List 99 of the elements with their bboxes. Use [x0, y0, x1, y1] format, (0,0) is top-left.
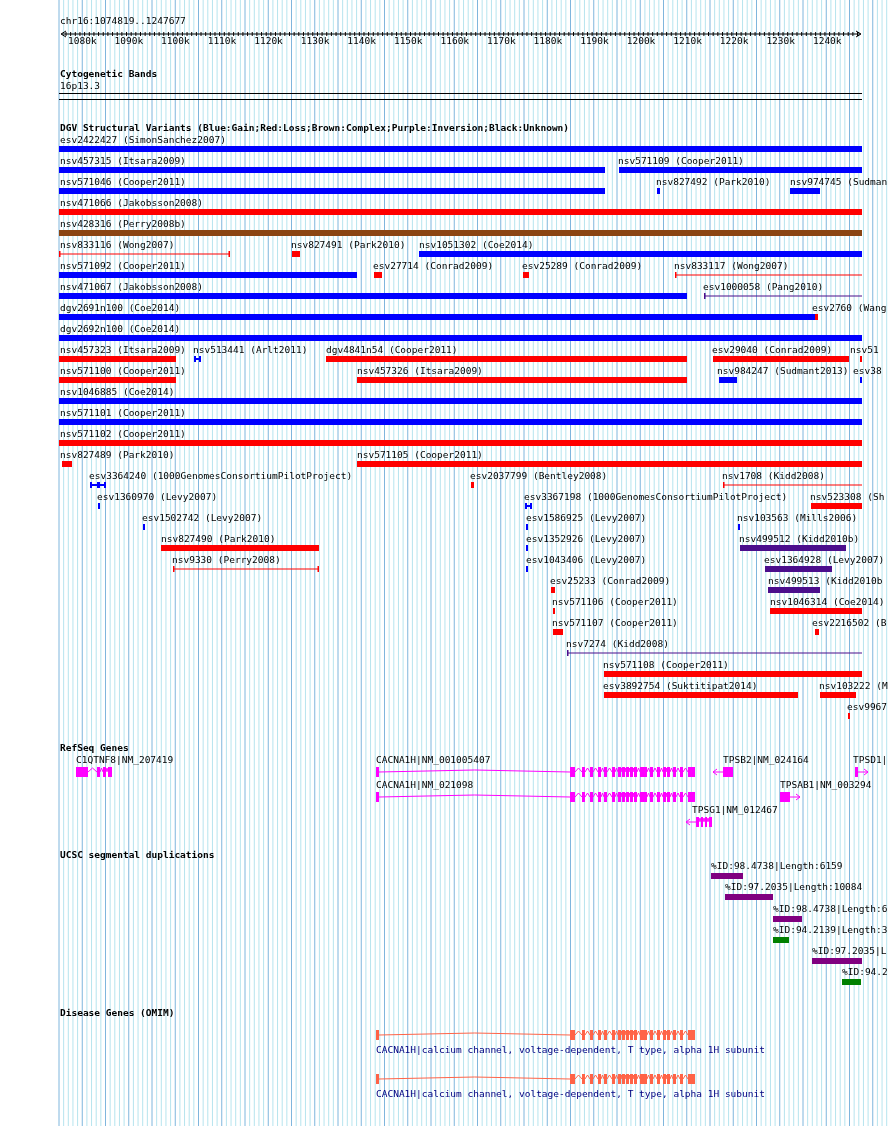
variant-label: esv38: [853, 365, 882, 377]
gene-label: C1QTNF8|NM_207419: [76, 754, 174, 766]
variant-label: nsv1046885 (Coe2014): [60, 386, 175, 398]
variant-label: esv27714 (Conrad2009): [373, 260, 494, 272]
variant-label: nsv571092 (Cooper2011): [60, 260, 186, 272]
variant-label: esv2216502 (B: [812, 617, 887, 629]
variant-label: nsv827490 (Park2010): [161, 533, 276, 545]
track-title: UCSC segmental duplications: [60, 849, 215, 861]
variant-label: esv9967: [847, 701, 888, 713]
tick-label: 1130k: [300, 35, 330, 47]
variant-label: esv3892754 (Suktitipat2014): [603, 680, 758, 692]
variant-label: esv2760 (Wang: [812, 302, 887, 314]
variant-label: nsv471067 (Jakobsson2008): [60, 281, 203, 293]
variant-label: esv25289 (Conrad2009): [522, 260, 643, 272]
tick-label: 1090k: [114, 35, 144, 47]
tick-label: 1240k: [812, 35, 842, 47]
variant-label: nsv827491 (Park2010): [291, 239, 406, 251]
track-title: RefSeq Genes: [60, 742, 129, 754]
variant-label: nsv571100 (Cooper2011): [60, 365, 186, 377]
tick-label: 1140k: [347, 35, 376, 47]
tick-label: 1200k: [626, 35, 656, 47]
variant-label: nsv1051302 (Coe2014): [419, 239, 534, 251]
tick-label: 1210k: [673, 35, 702, 47]
variant-label: esv2037799 (Bentley2008): [470, 470, 608, 482]
gene-label: TPSG1|NM_012467: [692, 804, 778, 816]
track-title: DGV Structural Variants (Blue:Gain;Red:Loss;Brown:Complex;Purple:Inversion;Black:Unknown): [60, 122, 570, 134]
duplication-label: %ID:98.4738|Length:6159: [711, 860, 843, 872]
variant-label: dgv4841n54 (Cooper2011): [326, 344, 458, 356]
duplication-label: %ID:97.2035|Length:10084: [725, 881, 863, 893]
tick-label: 1150k: [393, 35, 423, 47]
variant-label: nsv51: [850, 344, 879, 356]
variant-label: nsv1046314 (Coe2014): [770, 596, 885, 608]
tick-label: 1220k: [719, 35, 749, 47]
disease-gene-label: CACNA1H|calcium channel, voltage-dependent, T type, alpha 1H subunit: [376, 1044, 765, 1056]
duplication-label: %ID:98.4738|Length:6: [773, 903, 888, 915]
variant-label: esv2422427 (SimonSanchez2007): [60, 134, 226, 146]
variant-label: esv1364928 (Levy2007): [764, 554, 885, 566]
tick-label: 1160k: [440, 35, 470, 47]
variant-label: nsv1708 (Kidd2008): [722, 470, 825, 482]
variant-label: nsv571101 (Cooper2011): [60, 407, 186, 419]
gene-label: TPSD1|: [853, 754, 888, 766]
region-coordinates: chr16:1074819..1247677: [60, 15, 186, 27]
variant-label: nsv457315 (Itsara2009): [60, 155, 186, 167]
gene-label: TPSAB1|NM_003294: [780, 779, 872, 791]
variant-label: nsv833116 (Wong2007): [60, 239, 175, 251]
gene-label: CACNA1H|NM_021098: [376, 779, 474, 791]
variant-label: nsv974745 (Sudman: [790, 176, 888, 188]
band-label: 16p13.3: [60, 80, 101, 92]
variant-label: esv25233 (Conrad2009): [550, 575, 671, 587]
variant-label: nsv9330 (Perry2008): [172, 554, 281, 566]
variant-label: nsv499513 (Kidd2010b: [768, 575, 883, 587]
tick-label: 1080k: [68, 35, 97, 47]
track-title: Disease Genes (OMIM): [60, 1007, 175, 1019]
tick-label: 1230k: [766, 35, 795, 47]
variant-label: nsv499512 (Kidd2010b): [739, 533, 860, 545]
tick-label: 1170k: [487, 35, 516, 47]
track-title: Cytogenetic Bands: [60, 68, 158, 80]
tick-label: 1180k: [533, 35, 563, 47]
variant-label: nsv428316 (Perry2008b): [60, 218, 186, 230]
variant-label: nsv984247 (Sudmant2013): [717, 365, 849, 377]
variant-label: nsv827492 (Park2010): [656, 176, 771, 188]
variant-label: nsv833117 (Wong2007): [674, 260, 789, 272]
variant-label: nsv571102 (Cooper2011): [60, 428, 186, 440]
variant-label: nsv571108 (Cooper2011): [603, 659, 729, 671]
variant-label: nsv827489 (Park2010): [60, 449, 175, 461]
variant-label: esv1586925 (Levy2007): [526, 512, 647, 524]
variant-label: esv3367198 (1000GenomesConsortiumPilotProject): [524, 491, 788, 503]
variant-label: esv3364240 (1000GenomesConsortiumPilotProject): [89, 470, 353, 482]
duplication-label: %ID:94.2: [842, 966, 888, 978]
variant-label: nsv471066 (Jakobsson2008): [60, 197, 203, 209]
variant-label: dgv2691n100 (Coe2014): [60, 302, 181, 314]
variant-label: nsv571046 (Cooper2011): [60, 176, 186, 188]
duplication-label: %ID:94.2139|Length:3: [773, 924, 888, 936]
variant-label: nsv571105 (Cooper2011): [357, 449, 483, 461]
disease-gene-label: CACNA1H|calcium channel, voltage-dependent, T type, alpha 1H subunit: [376, 1088, 765, 1100]
gene-label: TPSB2|NM_024164: [723, 754, 809, 766]
variant-label: nsv571106 (Cooper2011): [552, 596, 678, 608]
tick-label: 1100k: [161, 35, 190, 47]
variant-label: nsv103222 (M: [819, 680, 888, 692]
variant-label: esv1360970 (Levy2007): [97, 491, 218, 503]
duplication-label: %ID:97.2035|L: [812, 945, 887, 957]
tick-label: 1120k: [254, 35, 283, 47]
variant-label: nsv571109 (Cooper2011): [618, 155, 744, 167]
variant-label: esv1043406 (Levy2007): [526, 554, 647, 566]
variant-label: esv1502742 (Levy2007): [142, 512, 263, 524]
variant-label: nsv457326 (Itsara2009): [357, 365, 483, 377]
variant-label: esv1000058 (Pang2010): [703, 281, 824, 293]
variant-label: nsv523308 (Sh: [810, 491, 885, 503]
tick-label: 1190k: [580, 35, 609, 47]
variant-label: nsv571107 (Cooper2011): [552, 617, 678, 629]
variant-label: nsv103563 (Mills2006): [737, 512, 858, 524]
variant-label: esv29040 (Conrad2009): [712, 344, 833, 356]
tick-label: 1110k: [207, 35, 237, 47]
gene-label: CACNA1H|NM_001005407: [376, 754, 491, 766]
variant-label: esv1352926 (Levy2007): [526, 533, 647, 545]
variant-label: dgv2692n100 (Coe2014): [60, 323, 181, 335]
variant-label: nsv7274 (Kidd2008): [566, 638, 669, 650]
variant-label: nsv513441 (Arlt2011): [193, 344, 308, 356]
variant-label: nsv457323 (Itsara2009): [60, 344, 186, 356]
